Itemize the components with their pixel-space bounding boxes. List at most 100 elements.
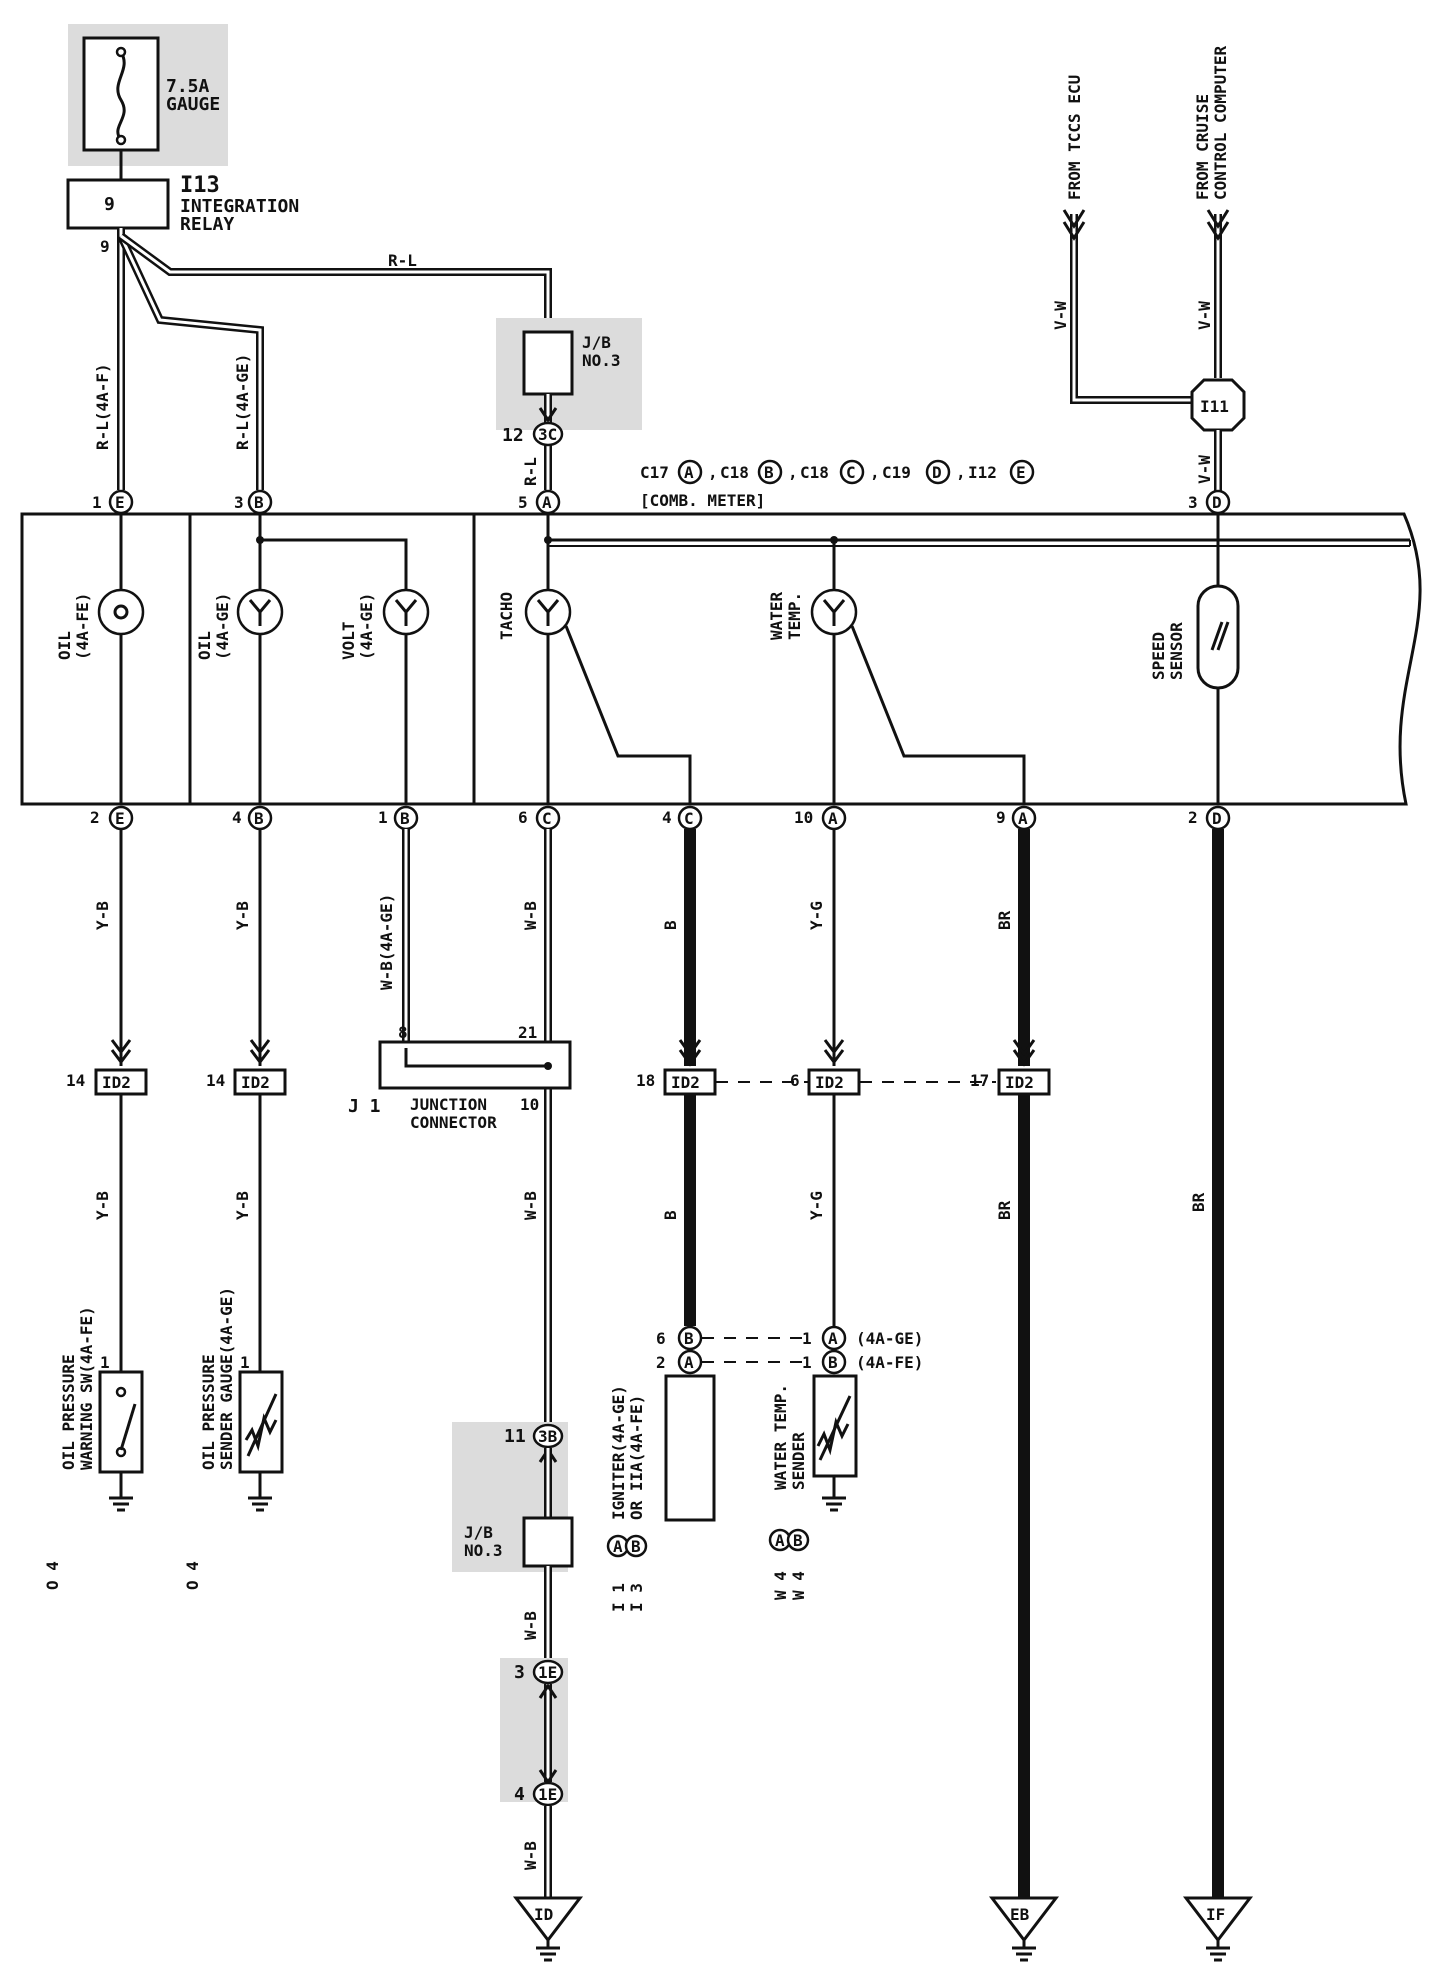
bottom-pins: 2 E 4 B 1 B 6 C 4 C 10 A 9 A 2 D [90,805,1231,831]
bottom-pin-7-letter: D [1212,809,1222,828]
fuse-rating: 7.5A [166,76,210,97]
junction-pin-in: 8 [398,1023,408,1042]
bottom-pin-1-num: 4 [232,808,242,827]
legend-code-2: C18 [800,463,829,482]
jb-top-line1: J/B [582,333,611,352]
wire-wb1: W-B [521,901,540,930]
top-pin-5a-num: 5 [518,493,528,512]
jb-bottom-conn: 3B [538,1427,558,1446]
ie-pin-0: 3 [514,1662,525,1683]
wire-yg2: Y-G [807,1191,826,1220]
top-pin-3d: 3 D [1188,489,1231,515]
oil-pressure-sender-gauge: 1 O 4 OIL PRESSURE SENDER GAUGE(4A-GE) [183,1287,284,1590]
bottom-pin-0-letter: E [115,809,125,828]
top-pin-3d-letter: D [1212,493,1222,512]
gauge-volt-b: (4A-GE) [357,593,376,660]
ground-id: ID [512,1896,584,1962]
id2-pin-2: 18 [636,1071,655,1090]
legend-sep-1: , [788,463,798,482]
igniter-code2: I 3 [627,1583,646,1612]
o4-sender-code: O 4 [183,1561,202,1590]
id2-pin-1: 14 [206,1071,225,1090]
legend-code-1: C18 [720,463,749,482]
legend-code-4: I12 [968,463,997,482]
igniter-letter2: B [631,1537,641,1556]
bottom-pin-1-letter: B [254,809,264,828]
meter-name: [COMB. METER] [640,491,765,510]
igniter-letter1: A [613,1537,623,1556]
gauge-water-a: WATER [767,591,786,640]
wire-wb4: W-B [521,1841,540,1870]
oil-4afe-gauge-icon [97,588,145,804]
relay-name-line1: INTEGRATION [180,196,299,217]
integration-relay: 9 I13 INTEGRATION RELAY 9 [66,150,299,256]
water-pin-1-num: 1 [802,1353,812,1372]
ie-pin-1: 4 [514,1784,525,1805]
gauge-volt-a: VOLT [339,621,358,660]
wire-yb3: Y-B [93,1191,112,1220]
water-temp-sender: 1 A (4A-GE) 1 B (4A-FE) WATER TEMP. SEND… [768,1325,923,1600]
top-pin-5a-letter: A [542,493,552,512]
wire-wb2: W-B [521,1191,540,1220]
meter-legend: C17 A , C18 B , C18 C , C19 D , I12 E [C… [640,459,1035,510]
top-pin-3b-num: 3 [234,493,244,512]
below-id2-wires: Y-B Y-B W-B B Y-G BR [93,1094,1030,1898]
top-pin-1e: 1 E [92,489,134,515]
wire-br3: BR [1189,1192,1208,1212]
igniter: 6 B 2 A IGNITER(4A-GE) OR IIA(4A-FE) I 1… [606,1325,806,1612]
junction-code: J 1 [348,1096,381,1117]
igniter-code1: I 1 [609,1583,628,1612]
id2-label-2: ID2 [671,1073,700,1092]
igniter-pin-0-num: 6 [656,1329,666,1348]
wire-rl-short: R-L [521,457,540,486]
id2-connectors: 14 ID2 14 ID2 18 ID2 6 ID2 17 ID2 [66,1068,1051,1096]
ground-eb: EB [988,1896,1060,1962]
j1-junction-connector: 8 21 10 J 1 JUNCTION CONNECTOR [348,1023,572,1132]
ie-conn-0: 1E [538,1663,557,1682]
gauge-speed-a: SPEED [1149,632,1168,680]
water-code1: W 4 [771,1571,790,1600]
o4-sw-code: O 4 [43,1561,62,1590]
gauge-oil-4age-b: (4A-GE) [213,593,232,660]
id2-label-3: ID2 [815,1073,844,1092]
gauge-tacho: TACHO [497,592,516,640]
bottom-pin-4-letter: C [684,809,694,828]
water-letter1: A [775,1531,785,1550]
wire-wb-4age: W-B(4A-GE) [377,894,396,990]
wire-wb3: W-B [521,1611,540,1640]
legend-letter-1: B [764,463,774,482]
fuse-name: GAUGE [166,94,220,115]
jb-no3-bottom: 3B 11 J/B NO.3 W-B 1E 3 1E 4 W-B [452,1422,574,1898]
water-pin-0-note: (4A-GE) [856,1329,923,1348]
wire-vw-left: V-W [1051,301,1070,330]
wire-yb1: Y-B [93,901,112,930]
gauge-speed-b: SENSOR [1167,622,1186,680]
o4-sender-line1: OIL PRESSURE [199,1354,218,1470]
jb-top-conn: 3C [538,425,557,444]
volt-gauge-icon [382,588,430,804]
legend-code-3: C19 [882,463,911,482]
fuse-gauge: 7.5A GAUGE [68,24,228,166]
water-temp-gauge-icon [810,588,1026,804]
wire-b2: B [661,1210,680,1220]
ground-eb-label: EB [1010,1905,1030,1924]
tacho-gauge-icon [524,588,692,804]
water-pin-0-num: 1 [802,1329,812,1348]
wire-br2: BR [995,1200,1014,1220]
top-pin-3b: 3 B [234,489,273,515]
igniter-line1: IGNITER(4A-GE) [609,1385,628,1520]
igniter-line2: OR IIA(4A-FE) [627,1395,646,1520]
wire-br1: BR [995,910,1014,930]
cruise-source-line2: CONTROL COMPUTER [1211,46,1230,200]
gauge-oil-4age-a: OIL [195,631,214,660]
ie-conn-1: 1E [538,1785,557,1804]
relay-pin: 9 [104,194,115,215]
igniter-pin-1-num: 2 [656,1353,666,1372]
wire-vw-lower: V-W [1195,455,1214,484]
igniter-pin-0-letter: B [684,1329,694,1348]
bottom-pin-7-num: 2 [1188,808,1198,827]
ground-id-label: ID [534,1905,553,1924]
lower-wires: Y-B Y-B W-B(4A-GE) W-B B Y-G BR BR [93,829,1224,1898]
bottom-pin-0-num: 2 [90,808,100,827]
top-pin-5a: 5 A [518,489,561,515]
